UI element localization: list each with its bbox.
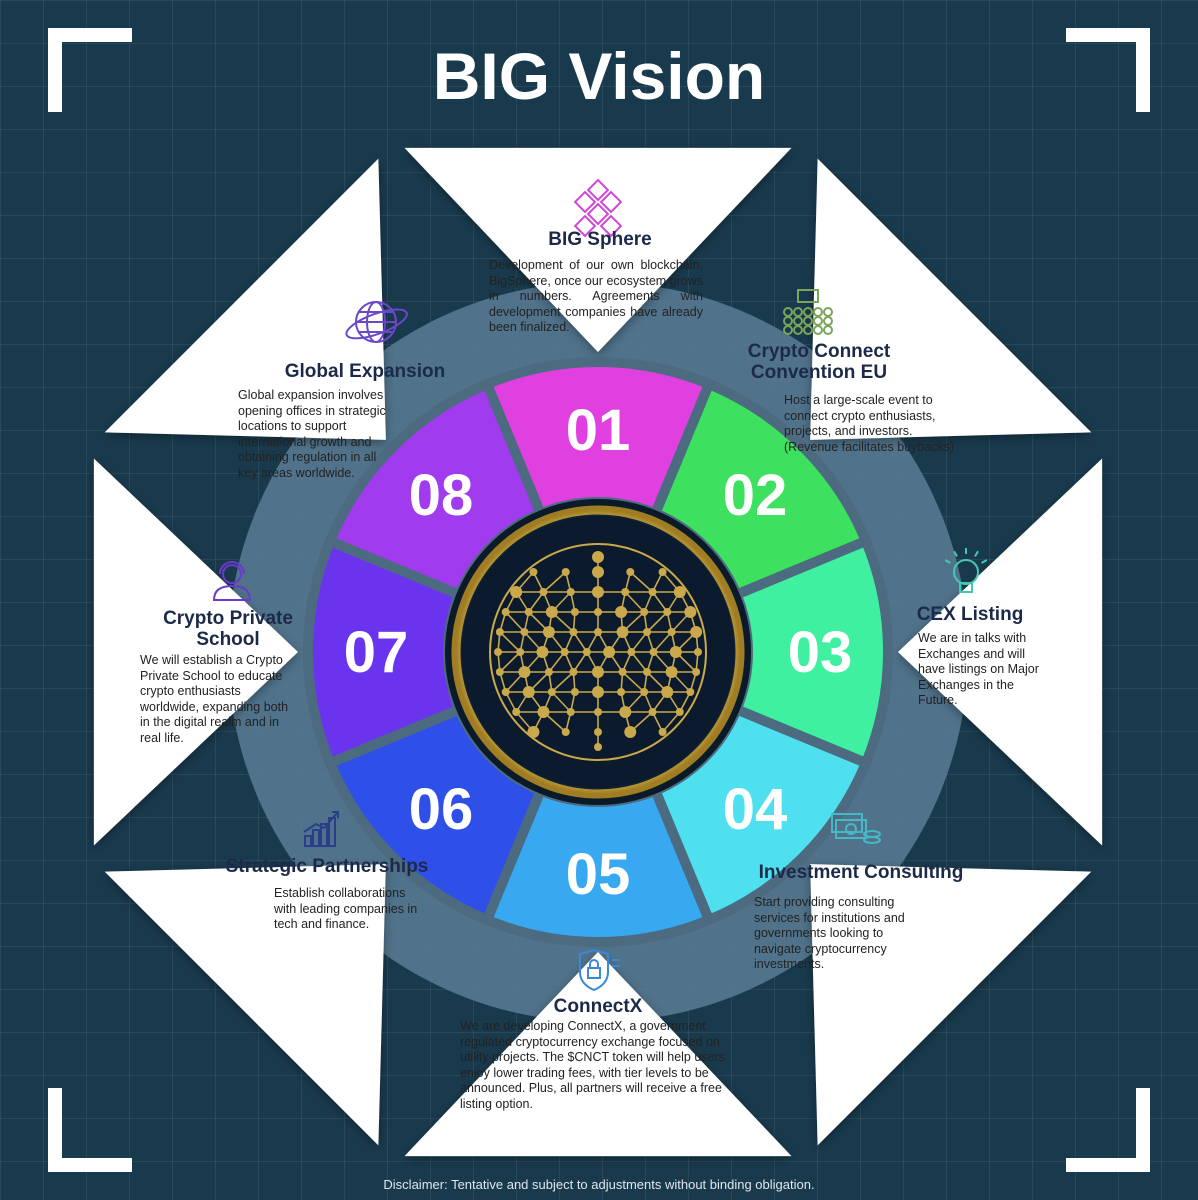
corner-bracket-top-left — [48, 28, 132, 112]
segment-1-description: Development of our own blockchain, BigSp… — [489, 258, 703, 334]
segment-2-number: 02 — [723, 463, 788, 528]
segment-4-panel — [810, 864, 1092, 1146]
segment-1-number: 01 — [566, 398, 631, 463]
disclaimer: Disclaimer: Tentative and subject to adj… — [383, 1177, 815, 1192]
segment-7-number: 07 — [344, 620, 409, 685]
segment-8-panel — [104, 158, 386, 440]
globe-orbit-icon — [345, 301, 408, 343]
corner-bracket-bottom-right — [1066, 1088, 1150, 1172]
segment-6-title: Strategic Partnerships — [225, 856, 429, 877]
lightbulb-icon — [944, 548, 988, 593]
segment-4-title: Investment Consulting — [758, 862, 964, 883]
segment-1-title: BIG Sphere — [548, 229, 652, 250]
segment-6-description: Establish collaborations with leading co… — [274, 886, 418, 931]
segment-5-number: 05 — [566, 842, 631, 907]
page-title: BIG Vision — [432, 39, 766, 113]
growth-chart-icon — [303, 811, 339, 847]
segment-2-panel — [810, 158, 1092, 440]
segment-3-panel — [898, 458, 1103, 846]
corner-bracket-bottom-left — [48, 1088, 132, 1172]
segment-4-description: Start providing consulting services for … — [754, 895, 905, 971]
segment-8-title: Global Expansion — [284, 361, 446, 382]
segment-3-title: CEX Listing — [916, 604, 1024, 625]
segment-7-title: Crypto Private School — [163, 608, 293, 650]
segment-8-description: Global expansion involves opening office… — [238, 388, 386, 480]
segment-7-panel — [93, 458, 298, 846]
segment-6-number: 06 — [409, 777, 474, 842]
segment-5-title: ConnectX — [553, 996, 643, 1017]
segment-6-panel — [104, 864, 386, 1146]
segment-8-number: 08 — [409, 463, 474, 528]
segment-3-number: 03 — [788, 620, 853, 685]
segment-2-description: Host a large-scale event to connect cryp… — [784, 393, 955, 454]
support-agent-icon — [212, 561, 252, 601]
convention-crowd-icon — [783, 289, 833, 335]
network-sphere-icon — [489, 543, 707, 761]
segment-5-panel — [404, 952, 792, 1157]
secure-exchange-icon — [579, 948, 620, 992]
money-stack-icon — [831, 813, 881, 844]
segment-4-number: 04 — [723, 777, 788, 842]
corner-bracket-top-right — [1066, 28, 1150, 112]
segment-3-description: We are in talks with Exchanges and will … — [918, 631, 1039, 707]
segment-1-panel — [404, 147, 792, 352]
segment-2-title: Crypto Connect Convention EU — [747, 341, 891, 383]
center-emblem — [445, 499, 751, 805]
segment-5-description: We are developing ConnectX, a government… — [460, 1019, 725, 1111]
segment-7-description: We will establish a Crypto Private Schoo… — [140, 653, 289, 745]
blockchain-cubes-icon — [573, 178, 623, 238]
